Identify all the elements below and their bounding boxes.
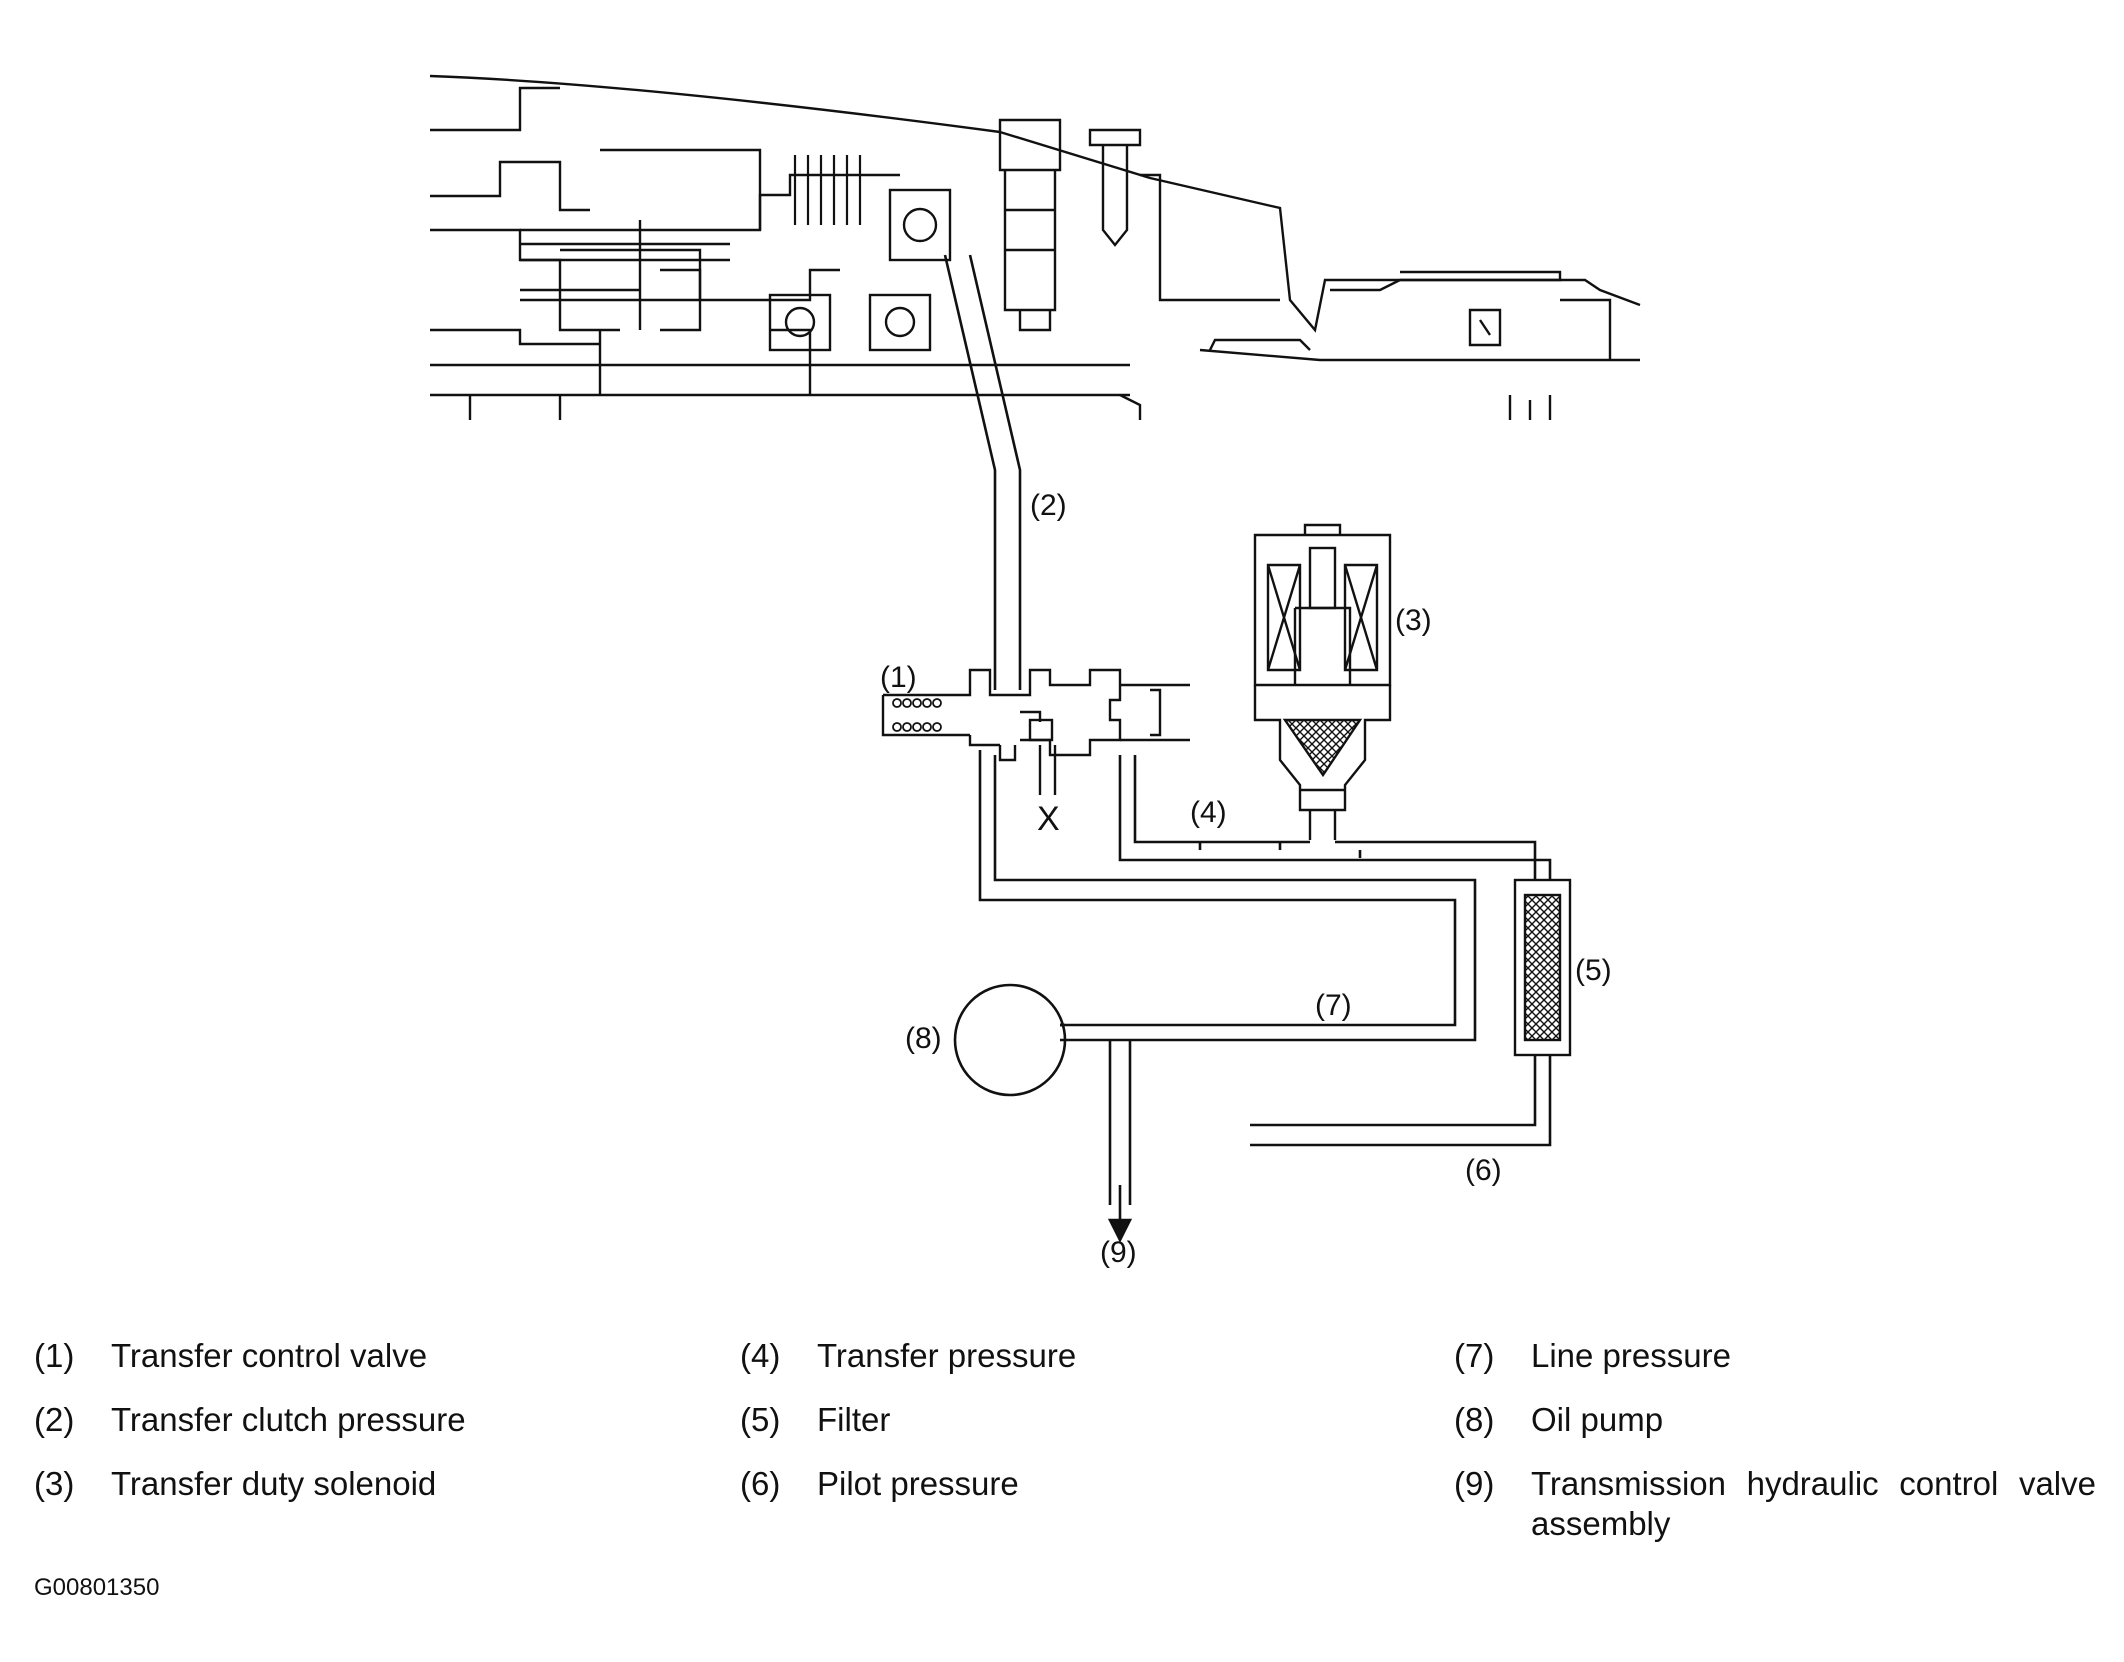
legend-label: Transfer control valve bbox=[111, 1337, 428, 1374]
bearing-circles bbox=[768, 188, 952, 352]
legend-label: Transfer pressure bbox=[817, 1337, 1077, 1374]
hydraulic-circuit-diagram: (1) (2) (3) (4) (5) (6) (7) (8) (9) X bbox=[429, 74, 1641, 1269]
transfer-clutch-plates bbox=[793, 155, 862, 225]
legend-label: Line pressure bbox=[1531, 1337, 1731, 1374]
callout-5: (5) bbox=[1575, 954, 1612, 987]
callout-8: (8) bbox=[905, 1022, 942, 1055]
legend-label: Transfer duty solenoid bbox=[111, 1465, 437, 1502]
valve-spring bbox=[892, 698, 942, 732]
line-pressure-passage bbox=[978, 750, 1477, 1042]
legend-label: Pilot pressure bbox=[817, 1465, 1019, 1502]
legend-label: Filter bbox=[817, 1401, 891, 1438]
callout-4: (4) bbox=[1190, 796, 1227, 829]
legend-number: (8) bbox=[1454, 1401, 1495, 1438]
legend-number: (7) bbox=[1454, 1337, 1495, 1374]
legend-label: Oil pump bbox=[1531, 1401, 1664, 1438]
transmission-case-section bbox=[429, 74, 1641, 420]
legend-number: (4) bbox=[740, 1337, 781, 1374]
transfer-clutch-pressure-passage bbox=[943, 254, 1022, 690]
callout-9: (9) bbox=[1100, 1236, 1137, 1269]
legend: (1) Transfer control valve (2) Transfer … bbox=[0, 1336, 2124, 1576]
figure-id: G00801350 bbox=[34, 1574, 160, 1601]
legend-number: (1) bbox=[34, 1337, 75, 1374]
legend-number: (2) bbox=[34, 1401, 75, 1438]
callout-3: (3) bbox=[1395, 604, 1432, 637]
callout-2: (2) bbox=[1030, 489, 1067, 522]
callout-7: (7) bbox=[1315, 989, 1352, 1022]
callout-1: (1) bbox=[880, 661, 917, 694]
drain-mark: X bbox=[1037, 800, 1060, 838]
control-valve-assembly-passage bbox=[1107, 1040, 1133, 1243]
callout-6: (6) bbox=[1465, 1154, 1502, 1187]
transfer-duty-solenoid bbox=[1253, 523, 1392, 840]
legend-number: (6) bbox=[740, 1465, 781, 1502]
pilot-pressure-passage bbox=[1250, 1055, 1552, 1147]
legend-label: Transfer clutch pressure bbox=[111, 1401, 466, 1438]
legend-number: (5) bbox=[740, 1401, 781, 1438]
legend-number: (3) bbox=[34, 1465, 75, 1502]
transfer-pressure-passage bbox=[1118, 755, 1552, 880]
oil-pump bbox=[953, 983, 1067, 1097]
transfer-control-valve bbox=[881, 668, 1190, 795]
oil-filter bbox=[1513, 878, 1572, 1057]
legend-label: Transmission hydraulic control valve ass… bbox=[1531, 1465, 2096, 1542]
legend-number: (9) bbox=[1454, 1465, 1495, 1502]
